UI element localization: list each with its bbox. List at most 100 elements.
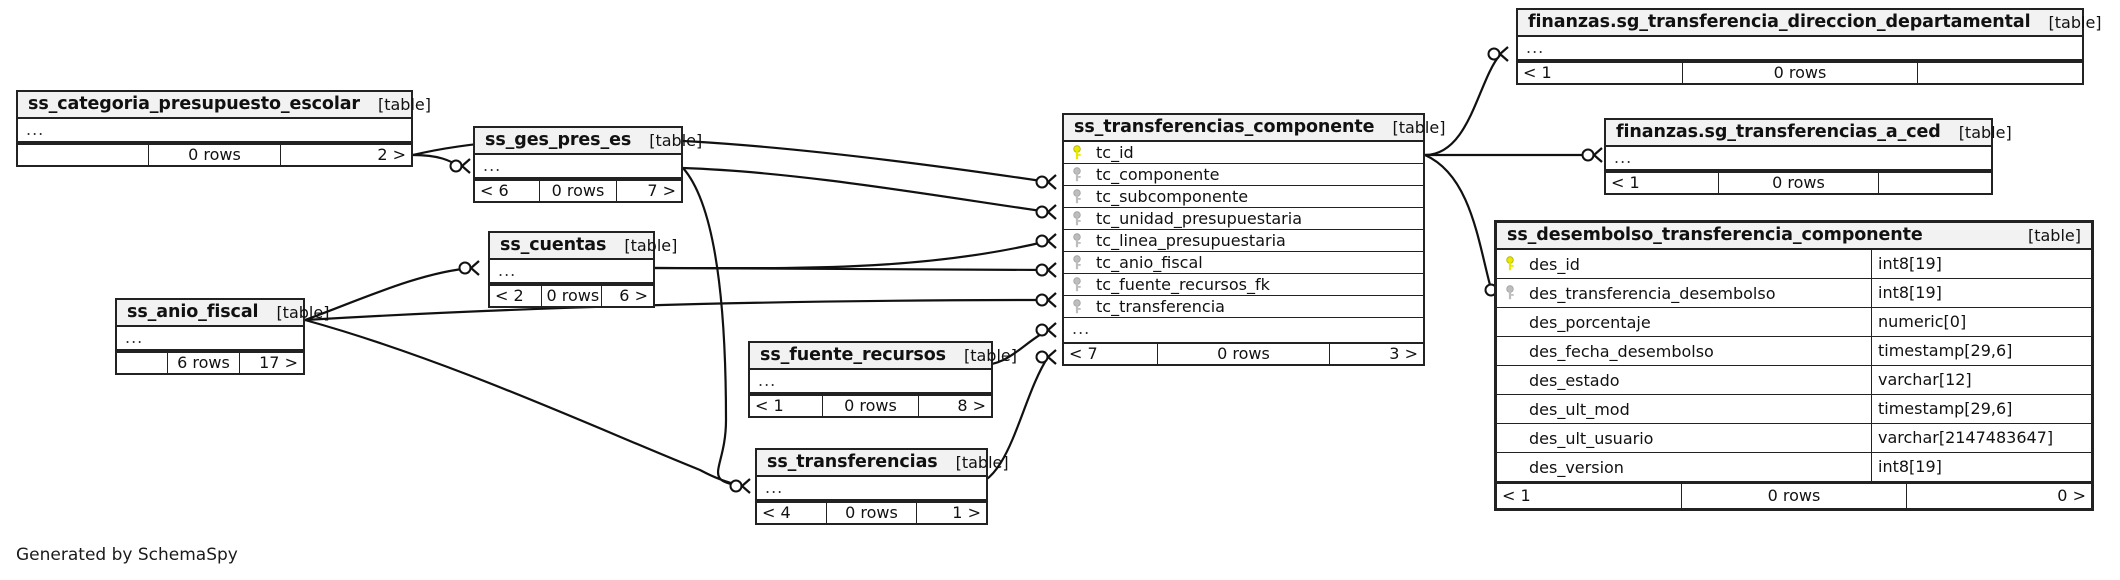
table-title: ss_transferencias_componente [1074, 117, 1375, 137]
table-ss-categoria-presupuesto-escolar[interactable]: ss_categoria_presupuesto_escolar [table]… [16, 90, 431, 167]
columns-collapsed-indicator[interactable]: ... [18, 119, 411, 143]
table-header: finanzas.sg_transferencias_a_ced [table] [1606, 120, 2012, 147]
crowfoot [1498, 46, 1509, 62]
table-header: ss_desembolso_transferencia_componente [… [1497, 223, 2091, 250]
table-ss-cuentas[interactable]: ss_cuentas [table] ... < 2 0 rows 6 > [488, 231, 677, 308]
table-ss-fuente-recursos[interactable]: ss_fuente_recursos [table] ... < 1 0 row… [748, 341, 1017, 418]
foreign-key-icon [1064, 276, 1090, 293]
footer-outgoing-count: 6 > [619, 286, 648, 305]
footer-incoming-count: < 6 [480, 181, 509, 200]
column-type: varchar[2147483647] [1871, 423, 2091, 453]
table-type-tag: [table] [649, 130, 703, 150]
table-ss-ges-pres-es[interactable]: ss_ges_pres_es [table] ... < 6 0 rows 7 … [473, 126, 702, 203]
table-title: ss_anio_fiscal [127, 302, 259, 322]
column-row[interactable]: tc_subcomponente [1064, 186, 1423, 208]
column-row[interactable]: des_ult_usuario varchar[2147483647] [1497, 423, 2091, 453]
edge-anio-to-cuentas [304, 266, 473, 322]
table-ss-transferencias[interactable]: ss_transferencias [table] ... < 4 0 rows… [755, 448, 1009, 525]
connector-circle [1487, 47, 1501, 61]
columns-collapsed-indicator[interactable]: ... [117, 327, 303, 351]
table-title: ss_desembolso_transferencia_componente [1507, 225, 1923, 245]
foreign-key-icon [1064, 232, 1090, 249]
column-name: tc_subcomponente [1096, 187, 1249, 206]
table-title: ss_ges_pres_es [485, 130, 632, 150]
columns-collapsed-indicator[interactable]: ... [1606, 147, 1991, 171]
column-row[interactable]: des_ult_mod timestamp[29,6] [1497, 394, 2091, 424]
connector-circle [1035, 205, 1049, 219]
footer-outgoing-count: 8 > [957, 396, 986, 415]
column-name: tc_linea_presupuestaria [1096, 231, 1286, 250]
table-finanzas-sg-transferencias-a-ced[interactable]: finanzas.sg_transferencias_a_ced [table]… [1604, 118, 2012, 195]
primary-key-icon [1497, 256, 1523, 272]
table-footer: 6 rows 17 > [117, 351, 303, 373]
footer-incoming-count: < 1 [755, 396, 784, 415]
column-row[interactable]: des_version int8[19] [1497, 452, 2091, 482]
footer-row-count: 0 rows [538, 181, 618, 201]
columns-collapsed-indicator[interactable]: ... [1072, 319, 1091, 338]
table-finanzas-sg-transferencia-direccion-departamental[interactable]: finanzas.sg_transferencia_direccion_depa… [1516, 8, 2102, 85]
column-row[interactable]: des_estado varchar[12] [1497, 365, 2091, 395]
footer-incoming-count: < 7 [1069, 344, 1098, 363]
table-header: finanzas.sg_transferencia_direccion_depa… [1518, 10, 2102, 37]
crowfoot [1046, 233, 1057, 249]
crowfoot [1046, 322, 1057, 338]
column-row[interactable]: tc_componente [1064, 164, 1423, 186]
column-row[interactable]: des_id int8[19] [1497, 249, 2091, 279]
columns-collapsed-indicator[interactable]: ... [1518, 37, 2082, 61]
table-header: ss_cuentas [table] [490, 233, 677, 260]
column-row[interactable]: tc_linea_presupuestaria [1064, 230, 1423, 252]
table-type-tag: [table] [276, 302, 330, 322]
footer-incoming-count: < 4 [762, 503, 791, 522]
columns-collapsed-indicator[interactable]: ... [475, 155, 681, 179]
connector-circle [1581, 148, 1595, 162]
column-name: tc_transferencia [1096, 297, 1225, 316]
footer-outgoing-count [1918, 63, 2082, 83]
crowfoot [1046, 292, 1057, 308]
table-footer: < 6 0 rows 7 > [475, 179, 681, 201]
column-row[interactable]: tc_anio_fiscal [1064, 252, 1423, 274]
crowfoot [460, 158, 471, 174]
column-row[interactable]: tc_fuente_recursos_fk [1064, 274, 1423, 296]
crowfoot [1046, 349, 1057, 365]
footer-row-count: 0 rows [825, 503, 918, 523]
columns-collapsed-indicator[interactable]: ... [757, 477, 986, 501]
table-header: ss_transferencias_componente [table] [1064, 115, 1445, 142]
table-ss-transferencias-componente[interactable]: ss_transferencias_componente [table] tc_… [1062, 113, 1445, 366]
column-row[interactable]: tc_unidad_presupuestaria [1064, 208, 1423, 230]
column-row[interactable]: des_porcentaje numeric[0] [1497, 307, 2091, 337]
connector-circle [449, 159, 463, 173]
table-header: ss_transferencias [table] [757, 450, 1009, 477]
connector-circle [1035, 175, 1049, 189]
table-type-tag: [table] [955, 452, 1009, 472]
column-row[interactable]: tc_transferencia [1064, 296, 1423, 318]
table-header: ss_anio_fiscal [table] [117, 300, 329, 327]
columns-collapsed-indicator[interactable]: ... [750, 370, 991, 394]
column-row[interactable]: des_transferencia_desembolso int8[19] [1497, 278, 2091, 308]
column-name: des_ult_usuario [1529, 428, 1654, 448]
connector-circle [458, 261, 472, 275]
crowfoot [740, 478, 751, 494]
crowfoot [469, 260, 480, 276]
foreign-key-icon [1064, 188, 1090, 205]
column-type: varchar[12] [1871, 365, 2091, 395]
column-name: des_version [1529, 457, 1624, 477]
column-row[interactable]: des_fecha_desembolso timestamp[29,6] [1497, 336, 2091, 366]
column-name: des_transferencia_desembolso [1529, 283, 1776, 303]
connector-circle [1035, 263, 1049, 277]
table-footer: < 1 0 rows [1518, 61, 2082, 83]
footer-incoming-count: < 1 [1611, 173, 1640, 192]
edge-central-to-direccion [1424, 54, 1501, 157]
connector-circle [1035, 293, 1049, 307]
columns-collapsed-indicator[interactable]: ... [490, 260, 653, 284]
footer-outgoing-count: 3 > [1389, 344, 1418, 363]
footer-row-count: 0 rows [540, 286, 603, 306]
column-row[interactable]: tc_id [1064, 142, 1423, 164]
foreign-key-icon [1497, 285, 1523, 301]
foreign-key-icon [1064, 210, 1090, 227]
table-ss-anio-fiscal[interactable]: ss_anio_fiscal [table] ... 6 rows 17 > [115, 298, 329, 375]
generated-by-note: Generated by SchemaSpy [16, 545, 238, 565]
column-type: int8[19] [1871, 249, 2091, 279]
table-ss-desembolso-transferencia-componente[interactable]: ss_desembolso_transferencia_componente [… [1494, 220, 2094, 511]
foreign-key-icon [1064, 298, 1090, 315]
footer-row-count: 0 rows [1681, 63, 1919, 83]
